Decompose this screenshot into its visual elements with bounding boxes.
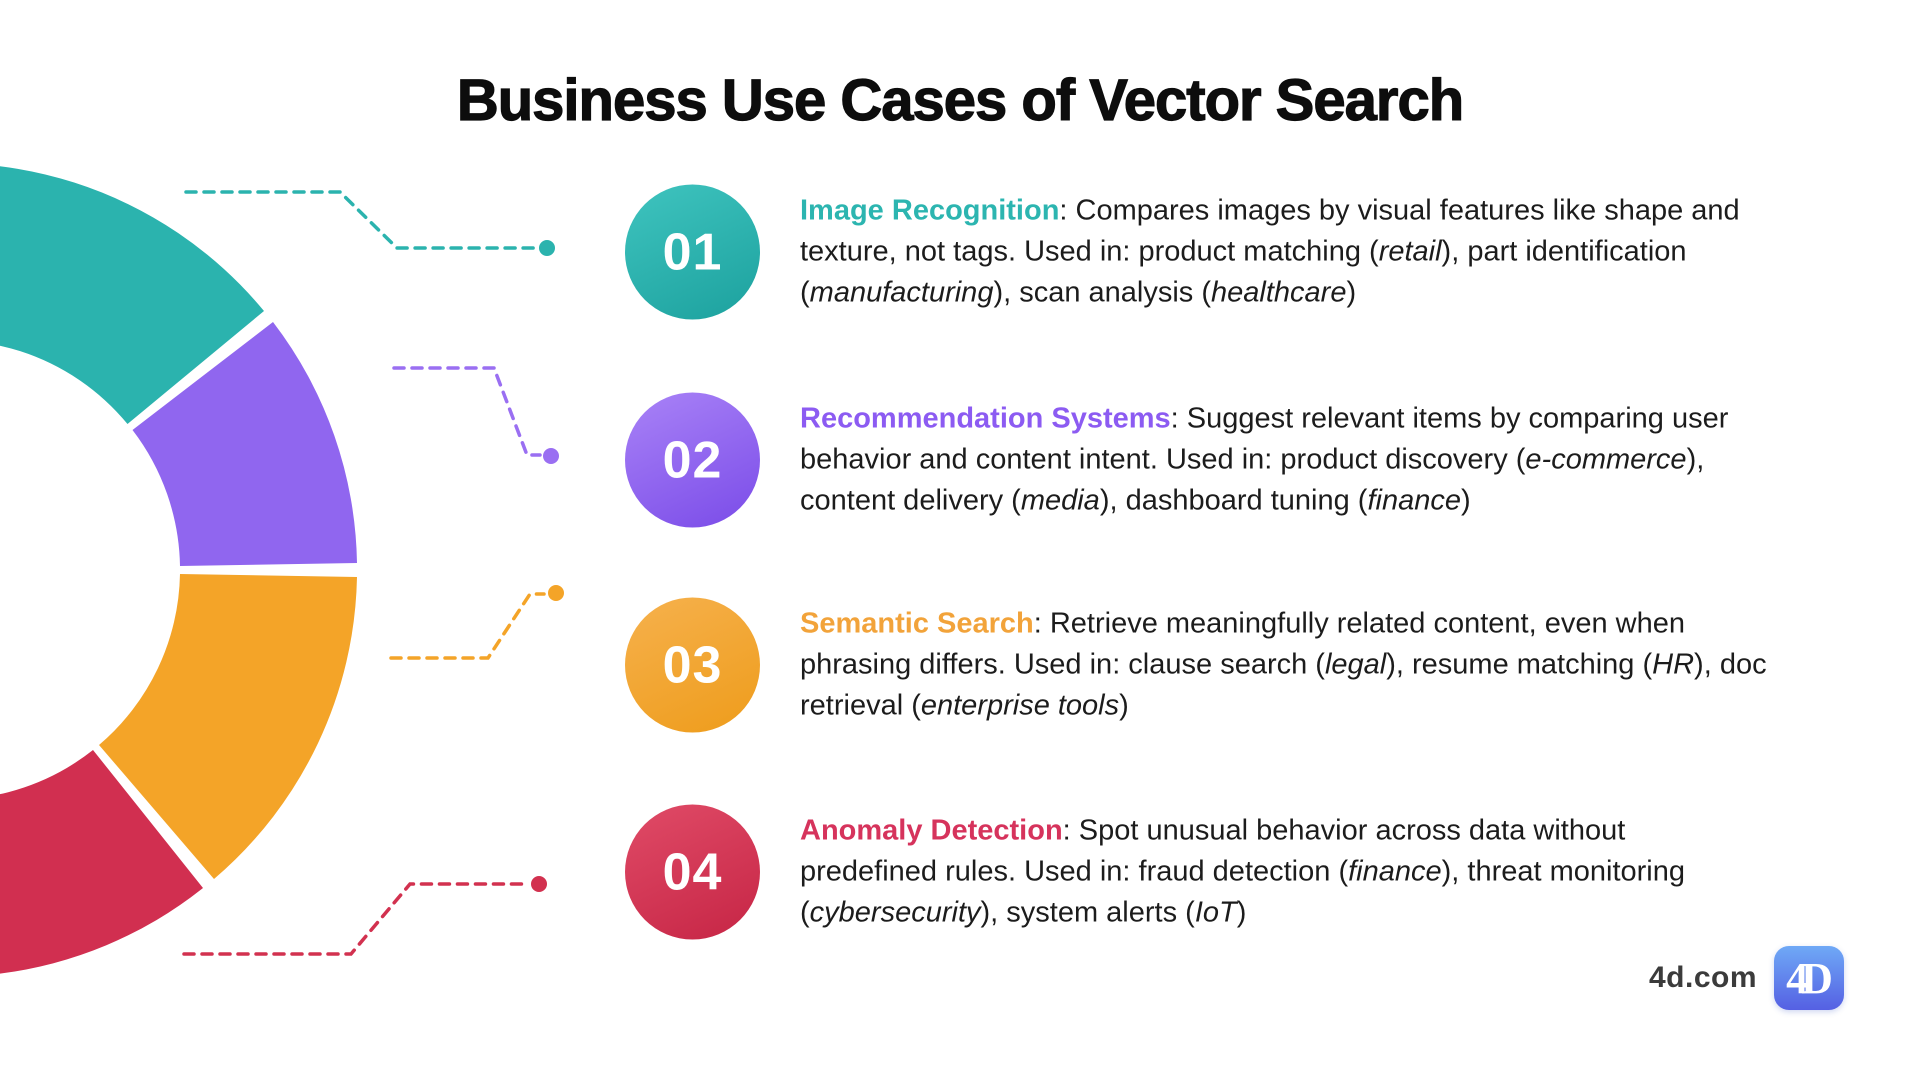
use-case-item: 01 Image Recognition: Compares images by…: [625, 184, 1900, 320]
item-industry-italic: retail: [1378, 235, 1442, 268]
connector-line-02: [392, 366, 542, 457]
item-industry-italic: IoT: [1194, 896, 1237, 929]
item-text: Image Recognition: Compares images by vi…: [800, 191, 1900, 314]
footer: 4d.com 4D: [1649, 946, 1844, 1010]
item-text-segment: ): [1346, 276, 1357, 309]
item-text-segment: ): [1460, 484, 1471, 517]
item-text: Recommendation Systems: Suggest relevant…: [800, 399, 1900, 522]
item-industry-italic: finance: [1348, 855, 1442, 888]
donut-segment-anomaly-detection: [0, 750, 203, 974]
item-text-segment: texture, not tags. Used in: product matc…: [800, 235, 1379, 268]
item-heading: Image Recognition: [800, 194, 1060, 227]
connector-dot-02: [543, 448, 559, 464]
item-number-badge: 02: [625, 392, 760, 528]
item-text-segment: : Compares images by visual features lik…: [1059, 194, 1740, 227]
connector-dot-01: [539, 240, 555, 256]
connector-dot-04: [531, 876, 547, 892]
item-text-segment: (: [800, 896, 810, 929]
connector-line-04: [182, 882, 528, 956]
connector-line-03: [389, 592, 546, 660]
connector-dot-03: [548, 585, 564, 601]
donut-segment-image-recognition: [0, 166, 264, 424]
item-industry-italic: cybersecurity: [809, 896, 981, 929]
item-text-segment: ), scan analysis (: [993, 276, 1212, 309]
item-number-badge: 04: [625, 804, 760, 940]
item-text-segment: ), system alerts (: [980, 896, 1195, 929]
use-case-item: 04 Anomaly Detection: Spot unusual behav…: [625, 804, 1900, 940]
item-text-segment: ),: [1686, 443, 1705, 476]
item-text-segment: : Retrieve meaningfully related content,…: [1033, 607, 1686, 640]
item-text-segment: predefined rules. Used in: fraud detecti…: [800, 855, 1349, 888]
item-industry-italic: enterprise tools: [920, 689, 1120, 722]
item-industry-italic: legal: [1324, 648, 1387, 681]
use-case-item: 03 Semantic Search: Retrieve meaningfull…: [625, 597, 1900, 733]
item-text-segment: retrieval (: [800, 689, 921, 722]
connector-line-01: [184, 190, 538, 250]
item-text-segment: ), part identification: [1441, 235, 1687, 268]
item-text-segment: ): [1236, 896, 1247, 929]
item-number-badge: 03: [625, 597, 760, 733]
item-text-segment: : Suggest relevant items by comparing us…: [1170, 402, 1729, 435]
item-industry-italic: HR: [1652, 648, 1695, 681]
donut-segment-recommendation-systems: [132, 322, 357, 566]
item-text: Anomaly Detection: Spot unusual behavior…: [800, 811, 1900, 934]
item-number-badge: 01: [625, 184, 760, 320]
item-text-segment: behavior and content intent. Used in: pr…: [800, 443, 1526, 476]
donut-segment-semantic-search: [99, 574, 357, 879]
item-heading: Recommendation Systems: [800, 402, 1171, 435]
item-industry-italic: media: [1020, 484, 1100, 517]
item-text-segment: ), resume matching (: [1386, 648, 1653, 681]
item-text-segment: ): [1119, 689, 1129, 722]
item-industry-italic: finance: [1367, 484, 1461, 517]
use-case-item: 02 Recommendation Systems: Suggest relev…: [625, 392, 1900, 528]
infographic-title: Business Use Cases of Vector Search: [456, 67, 1464, 133]
item-industry-italic: healthcare: [1211, 276, 1347, 309]
item-text: Semantic Search: Retrieve meaningfully r…: [800, 604, 1900, 727]
item-industry-italic: e-commerce: [1525, 443, 1687, 476]
item-industry-italic: manufacturing: [809, 276, 994, 309]
item-text-segment: phrasing differs. Used in: clause search…: [800, 648, 1325, 681]
item-heading: Anomaly Detection: [800, 814, 1063, 847]
item-text-segment: content delivery (: [800, 484, 1021, 517]
website-label: 4d.com: [1648, 961, 1757, 994]
item-text-segment: ), dashboard tuning (: [1099, 484, 1368, 517]
item-text-segment: : Spot unusual behavior across data with…: [1062, 814, 1626, 847]
item-heading: Semantic Search: [800, 607, 1034, 640]
item-text-segment: ), doc: [1694, 648, 1767, 681]
4d-logo-icon: 4D: [1774, 946, 1844, 1010]
item-text-segment: (: [800, 276, 810, 309]
item-text-segment: ), threat monitoring: [1441, 855, 1686, 888]
